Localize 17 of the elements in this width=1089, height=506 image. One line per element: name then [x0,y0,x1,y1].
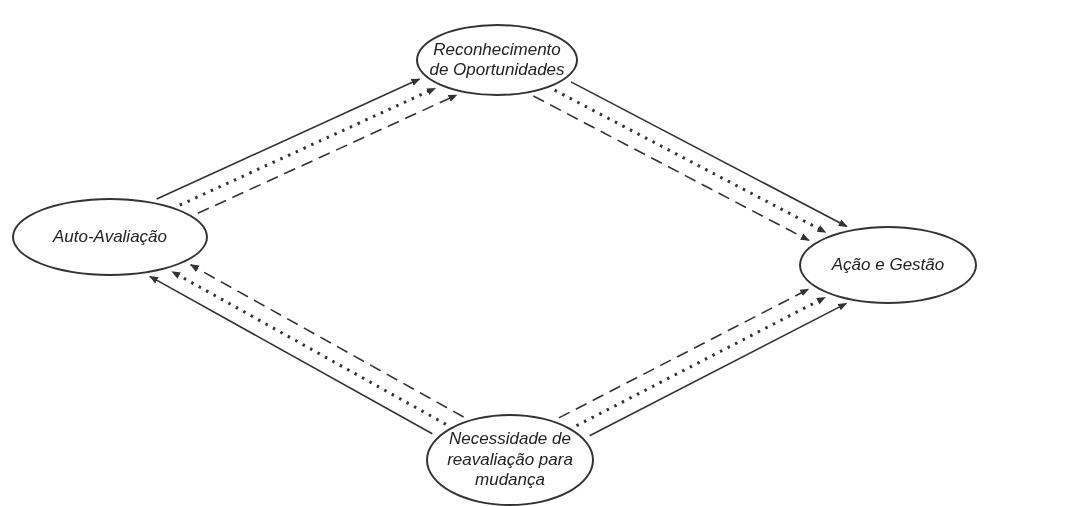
arrow [532,95,810,242]
arrow [575,296,826,428]
arrow [171,270,447,426]
arrow [570,81,848,228]
node-label: Ação e Gestão [831,254,945,276]
ellipse-node [799,226,977,304]
arrow [155,78,421,200]
arrow [189,264,465,418]
arrow [149,275,434,435]
arrow [197,94,458,215]
node-label: Auto-Avaliação [52,226,167,248]
arrow [558,288,810,419]
node-label: Reconhecimento de Oportunidades [428,39,566,81]
arrow [554,88,827,234]
node-label: Necessidade de reavaliação para mudança [446,429,574,491]
arrow [179,86,436,207]
arrow [588,302,848,437]
